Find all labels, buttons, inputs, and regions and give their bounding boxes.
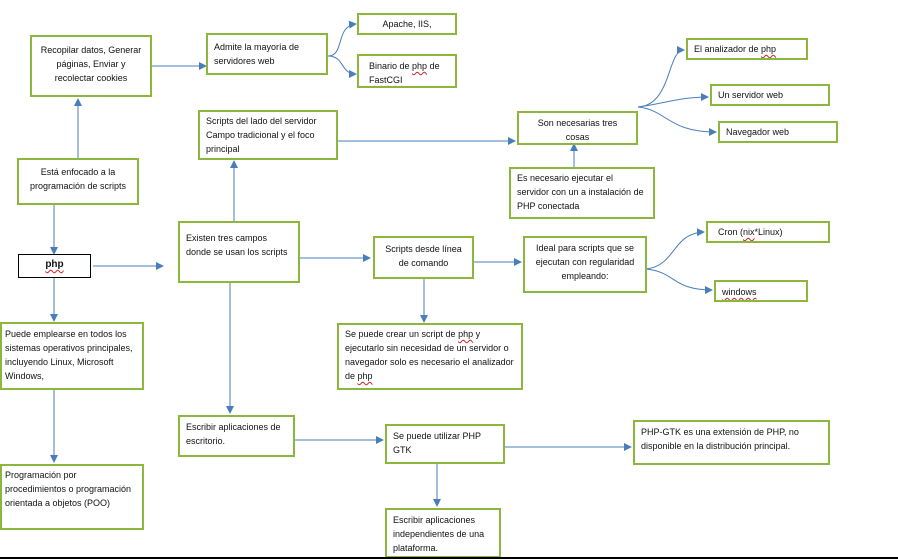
node-navegador-web: Navegador web <box>718 121 838 143</box>
node-apache: Apache, IIS, <box>357 13 457 35</box>
node-tres-campos: Existen tres campos donde se usan los sc… <box>178 221 300 283</box>
node-scripts-servidor: Scripts del lado del servidor Campo trad… <box>198 110 338 160</box>
node-windows-text: windows <box>722 287 757 297</box>
node-gtk-text: Se puede utilizar PHP GTK <box>393 431 481 455</box>
node-php-text: php <box>45 259 64 270</box>
node-independientes-text: Escribir aplicaciones independientes de … <box>393 515 485 553</box>
arrow-ideal-cron <box>645 228 705 270</box>
node-php-gtk-text: PHP-GTK es una extensión de PHP, no disp… <box>641 427 799 451</box>
node-navegador-web-text: Navegador web <box>726 127 790 137</box>
node-binario-text-1: Binario de <box>369 61 413 71</box>
node-se-puede-text-1: Se puede crear un script de <box>345 329 459 339</box>
node-recopilar: Recopilar datos, Generar páginas, Enviar… <box>30 35 152 97</box>
node-analizador-text: El analizador de <box>694 44 762 54</box>
node-enfocado: Está enfocado a la programación de scrip… <box>17 158 139 205</box>
node-cron-text-1: Cron ( <box>718 227 744 237</box>
node-programacion-text: Programación por procedimientos o progra… <box>5 470 132 508</box>
arrow-admite-apache <box>327 20 357 57</box>
node-independientes: Escribir aplicaciones independientes de … <box>385 508 501 558</box>
node-emplearse-text: Puede emplearse en todos los sistemas op… <box>5 329 133 381</box>
node-necesarias-text: Son necesarias tres cosas <box>537 118 618 142</box>
node-admite: Admite la mayoría de servidores web <box>206 33 328 75</box>
node-tres-campos-text: Existen tres campos donde se usan los sc… <box>186 233 288 257</box>
node-windows: windows <box>714 280 808 302</box>
node-programacion: Programación por procedimientos o progra… <box>0 464 144 530</box>
node-cron-text-2: *Linux) <box>754 227 783 237</box>
node-enfocado-text: Está enfocado a la programación de scrip… <box>29 167 127 191</box>
node-se-puede-php-2: php <box>357 371 373 381</box>
node-cron-nix: nix <box>743 227 755 237</box>
node-php-gtk: PHP-GTK es una extensión de PHP, no disp… <box>633 420 830 465</box>
node-servidor-web: Un servidor web <box>710 84 830 106</box>
node-se-puede-crear: Se puede crear un script de php y ejecut… <box>337 323 523 390</box>
node-binario-text-2: de <box>427 61 440 71</box>
arrow-admite-binario <box>327 55 357 78</box>
arrow-necesarias-navegador <box>637 106 717 136</box>
node-escritorio: Escribir aplicaciones de escritorio. <box>178 415 295 457</box>
node-binario-php: php <box>412 61 428 71</box>
node-analizador-php: php <box>761 44 777 54</box>
arrow-ideal-windows <box>645 268 713 294</box>
node-gtk: Se puede utilizar PHP GTK <box>385 424 505 464</box>
node-ideal: Ideal para scripts que se ejecutan con r… <box>523 236 647 293</box>
node-se-puede-php: php <box>458 329 474 339</box>
node-linea-comando: Scripts desde línea de comando <box>373 236 474 279</box>
node-recopilar-text: Recopilar datos, Generar páginas, Enviar… <box>40 45 142 83</box>
node-admite-text: Admite la mayoría de servidores web <box>214 42 300 66</box>
arrow-necesarias-servidorweb <box>637 93 709 108</box>
page-bottom-divider <box>0 557 898 559</box>
node-emplearse: Puede emplearse en todos los sistemas op… <box>0 322 144 390</box>
node-binario: Binario de php de FastCGI <box>357 54 457 88</box>
node-cron: Cron (nix*Linux) <box>706 221 830 243</box>
arrow-necesarias-analizador <box>637 46 685 108</box>
node-servidor-web-text: Un servidor web <box>718 90 784 100</box>
node-necesarias: Son necesarias tres cosas <box>517 111 638 145</box>
node-scripts-servidor-text: Scripts del lado del servidor Campo trad… <box>206 116 317 154</box>
node-binario-fastcgi: FastCGI <box>369 75 403 85</box>
node-necesario-ejecutar-text: Es necesario ejecutar el servidor con un… <box>517 173 644 211</box>
node-se-puede-text-2: y ejecutarlo sin necesidad de un servido… <box>345 329 514 381</box>
node-ideal-text: Ideal para scripts que se ejecutan con r… <box>535 243 635 281</box>
node-analizador: El analizador de php <box>686 38 808 60</box>
node-linea-comando-text: Scripts desde línea de comando <box>385 244 462 268</box>
node-apache-text: Apache, IIS, <box>382 19 432 29</box>
node-escritorio-text: Escribir aplicaciones de escritorio. <box>186 422 281 446</box>
node-necesario-ejecutar: Es necesario ejecutar el servidor con un… <box>509 167 655 219</box>
node-php: php <box>18 254 91 278</box>
